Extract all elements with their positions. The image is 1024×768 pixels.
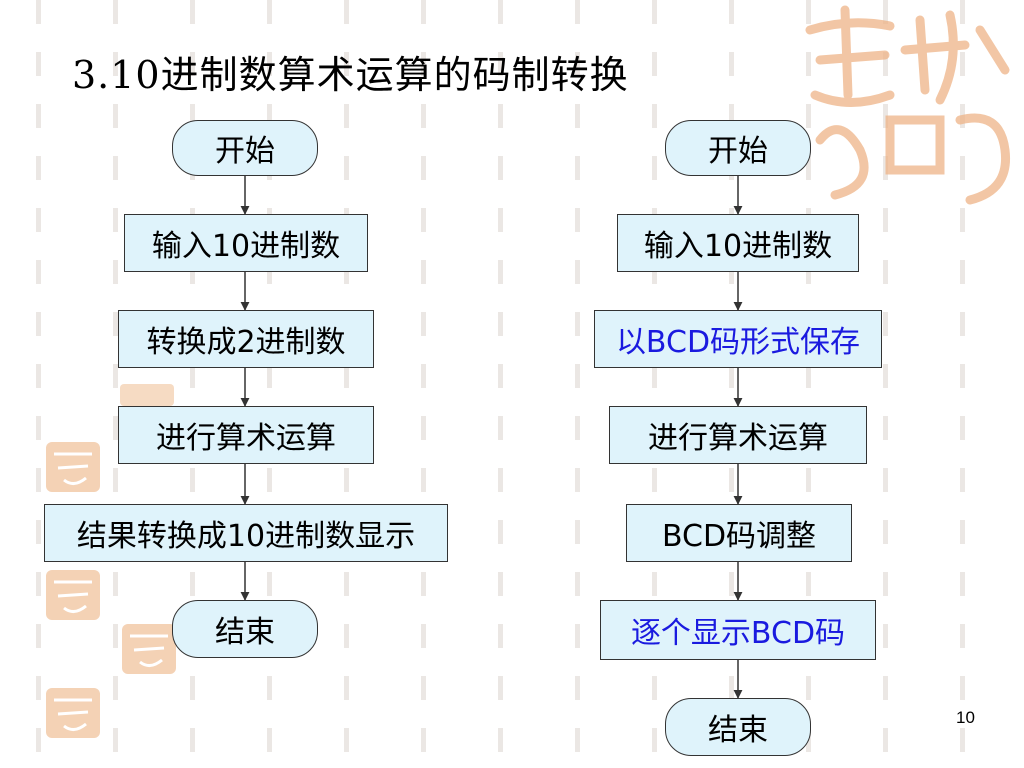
left-result-node: 结果转换成10进制数显示	[44, 504, 448, 562]
left-input-node: 输入10进制数	[124, 214, 368, 272]
seal-watermark-small-5	[46, 688, 100, 738]
left-compute-node: 进行算术运算	[118, 406, 374, 464]
left-convert-node: 转换成2进制数	[118, 310, 374, 368]
seal-watermark-small-4	[122, 624, 176, 674]
slide-title: 3.10进制数算术运算的码制转换	[72, 53, 629, 97]
left-start-node: 开始	[172, 120, 318, 176]
right-store-node: 以BCD码形式保存	[594, 310, 882, 368]
left-end-node: 结束	[172, 600, 318, 658]
page-number: 10	[956, 708, 975, 727]
right-input-node: 输入10进制数	[617, 214, 859, 272]
right-end-node: 结束	[665, 698, 811, 756]
right-compute-node: 进行算术运算	[609, 406, 867, 464]
seal-watermark-small-3	[46, 570, 100, 620]
right-adjust-node: BCD码调整	[626, 504, 852, 562]
right-start-node: 开始	[665, 120, 811, 176]
seal-watermark-large	[805, 5, 1011, 205]
seal-watermark-small-2	[46, 442, 100, 492]
right-display-node: 逐个显示BCD码	[600, 600, 876, 660]
seal-watermark-small-1	[120, 384, 174, 406]
